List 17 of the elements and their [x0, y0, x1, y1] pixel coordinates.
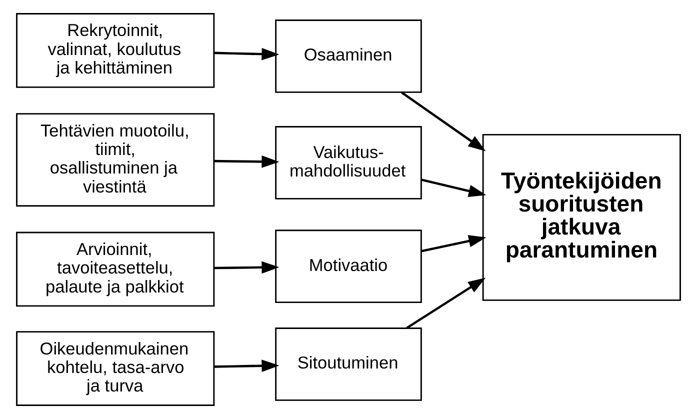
arrow [214, 156, 279, 168]
arrow [420, 178, 486, 198]
arrow [400, 91, 486, 152]
arrow [214, 360, 279, 372]
node-box: Työntekijöiden suoritusten jatkuva parantuminen [482, 134, 680, 301]
node-box: Motivaatio [274, 230, 422, 304]
node-box: Osaaminen [274, 20, 422, 93]
node-box: Sitoutuminen [274, 328, 422, 401]
arrow [406, 278, 486, 329]
node-box: Tehtävien muotoilu, tiimit, osallistuminen ja viestintä [16, 113, 214, 207]
node-box: Rekrytoinnit, valinnat, koulutus ja kehittäminen [16, 13, 214, 88]
arrow [214, 261, 279, 274]
arrow [214, 48, 279, 60]
node-box: Arvioinnit, tavoiteasettelu, palaute ja palkkiot [16, 232, 214, 307]
node-box: Oikeudenmukainen kohtelu, tasa-arvo ja turva [16, 331, 214, 406]
arrow [420, 235, 486, 252]
node-box: Vaikutus-mahdollisuudet [274, 126, 422, 200]
